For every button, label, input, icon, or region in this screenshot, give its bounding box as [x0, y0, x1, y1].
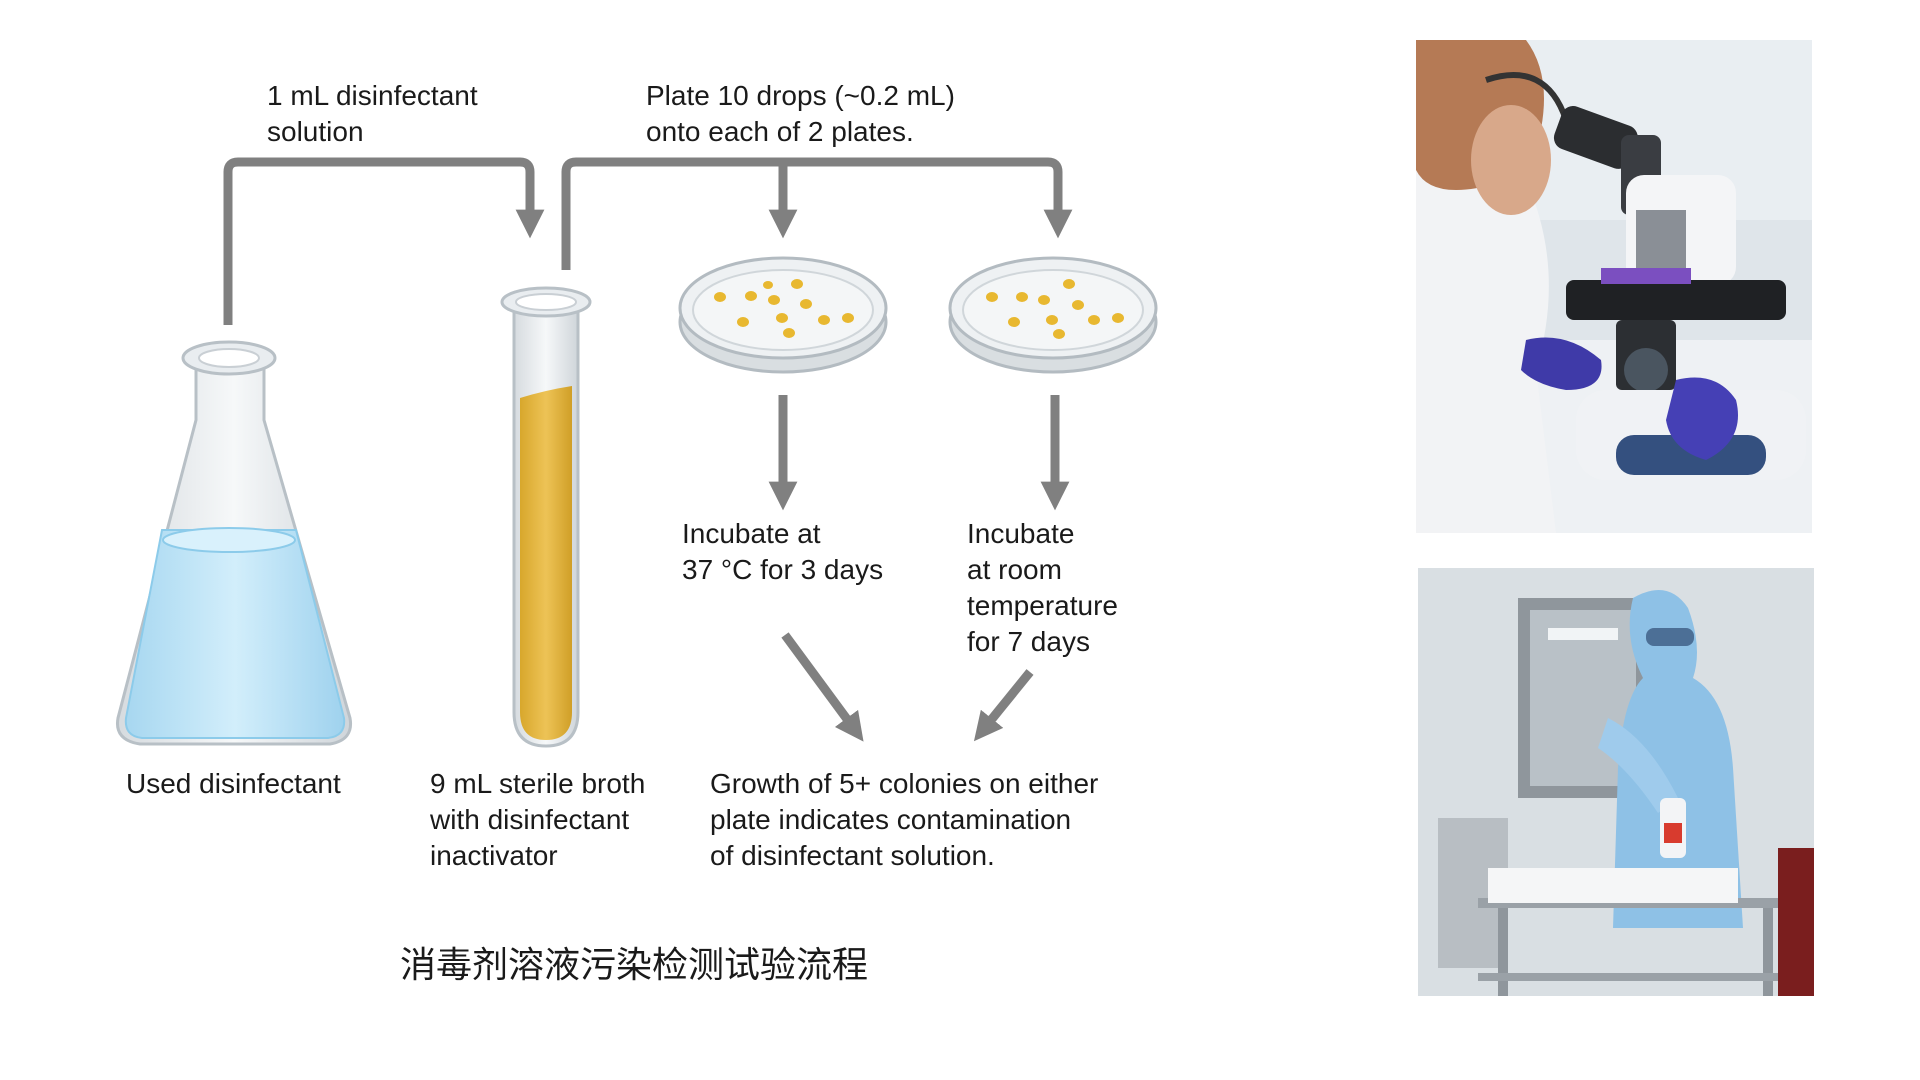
petri-dish-icon [678, 256, 888, 374]
label-incubate-37c: Incubate at 37 °C for 3 days [682, 518, 884, 585]
cleanroom-photo [1418, 568, 1814, 996]
label-incubate-room-temp: Incubate at room temperature for 7 days [967, 518, 1118, 657]
colonies [986, 279, 1124, 339]
flask-liquid [124, 529, 346, 739]
label-1ml-transfer: 1 mL disinfectant solution [267, 80, 478, 147]
broth-liquid [520, 386, 572, 740]
label-growth-result: Growth of 5+ colonies on either plate in… [710, 768, 1099, 871]
petri-dish-icon [948, 256, 1158, 374]
label-used-disinfectant: Used disinfectant [126, 768, 341, 799]
arrow-flask-to-tube [223, 157, 545, 325]
colonies [714, 279, 854, 338]
label-plate-drops: Plate 10 drops (~0.2 mL) onto each of 2 … [646, 80, 955, 147]
arrow-tube-to-dish-1 [561, 157, 1073, 270]
label-sterile-broth: 9 mL sterile broth with disinfectant ina… [430, 768, 646, 871]
arrow-incubate-room-to-result [973, 669, 1034, 742]
diagram-caption: 消毒剂溶液污染检测试验流程 [400, 945, 869, 986]
arrow-incubate-37-to-result [781, 632, 864, 742]
erlenmeyer-flask-icon [115, 340, 353, 746]
test-tube-icon [500, 286, 592, 748]
arrows [223, 157, 1073, 742]
microscope-photo [1416, 40, 1812, 533]
